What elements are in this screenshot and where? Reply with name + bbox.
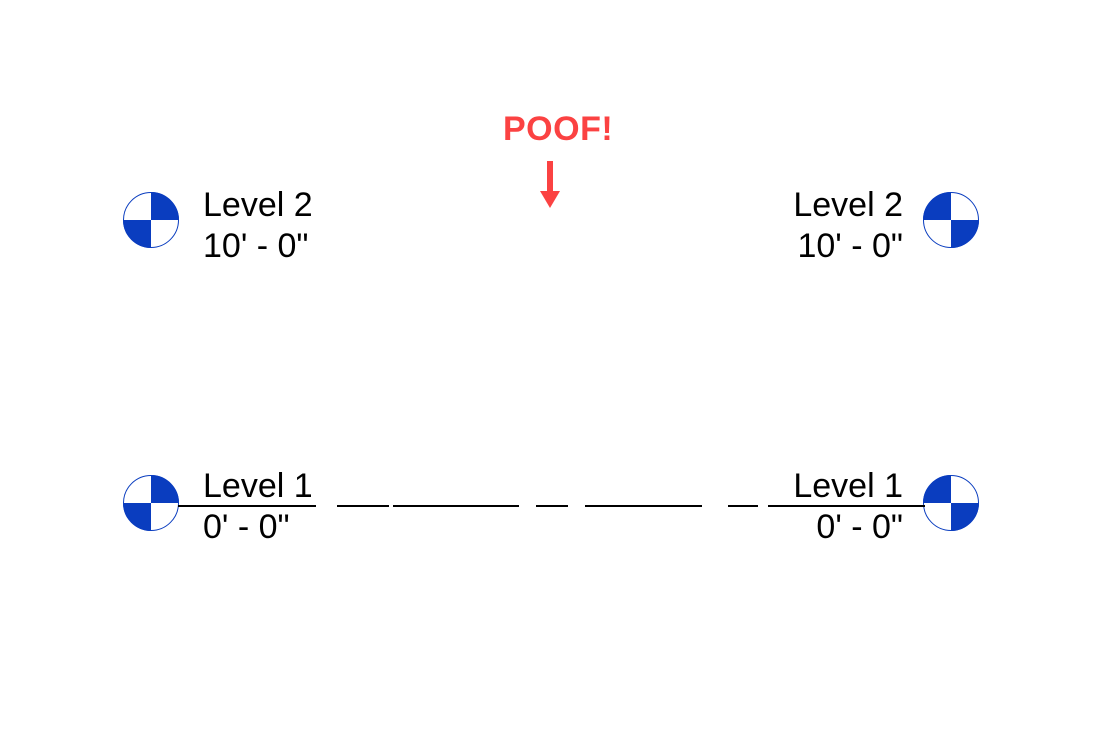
datum-line-segment[interactable] — [585, 505, 702, 507]
datum-line-segment[interactable] — [728, 505, 758, 507]
level-name: Level 1 — [203, 467, 313, 505]
level-elevation: 10' - 0" — [203, 227, 309, 265]
level-label-level-2-left[interactable]: Level 2 10' - 0" — [203, 185, 313, 267]
level-elevation: 0' - 0" — [816, 508, 903, 546]
level-name: Level 2 — [203, 186, 313, 224]
level-head-marker-icon[interactable] — [923, 192, 979, 248]
level-elevation: 0' - 0" — [203, 508, 290, 546]
level-label-level-2-right[interactable]: Level 2 10' - 0" — [793, 185, 903, 267]
datum-line-segment[interactable] — [536, 505, 568, 507]
level-head-marker-icon[interactable] — [123, 192, 179, 248]
level-label-level-1-left[interactable]: Level 1 0' - 0" — [203, 466, 313, 548]
level-elevation: 10' - 0" — [797, 227, 903, 265]
datum-line-segment[interactable] — [393, 505, 519, 507]
datum-line-segment[interactable] — [337, 505, 389, 507]
level-head-marker-icon[interactable] — [123, 475, 179, 531]
poof-annotation-label: POOF! — [503, 110, 614, 148]
level-label-level-1-right[interactable]: Level 1 0' - 0" — [793, 466, 903, 548]
level-name: Level 1 — [793, 467, 903, 505]
down-arrow-icon — [538, 161, 562, 209]
level-head-marker-icon[interactable] — [923, 475, 979, 531]
datum-line-segment[interactable] — [768, 505, 925, 507]
level-name: Level 2 — [793, 186, 903, 224]
datum-line-segment[interactable] — [178, 505, 316, 507]
